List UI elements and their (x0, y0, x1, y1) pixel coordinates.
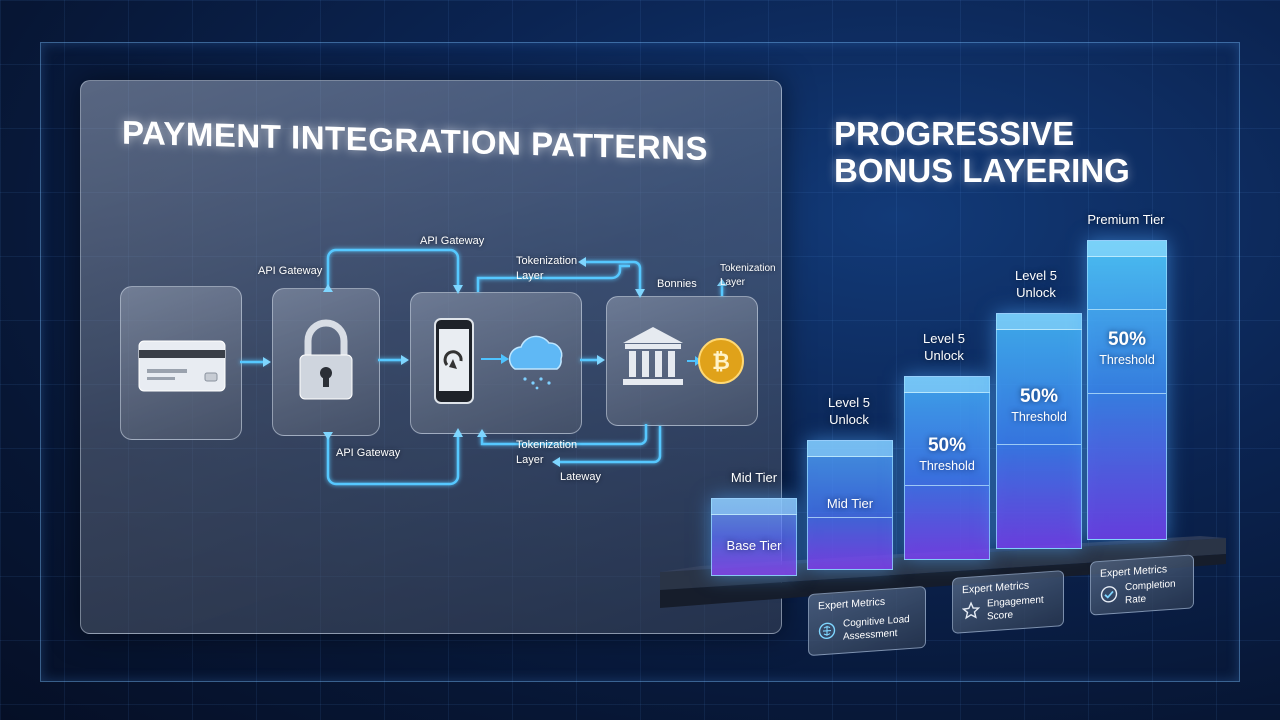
label-api-gateway-left: API Gateway (258, 265, 323, 277)
label-tokenization-top: Tokenization Layer (516, 255, 578, 282)
bar-level-a[interactable]: 50% Threshold (904, 376, 990, 560)
tier-label: Mid Tier (730, 470, 778, 485)
bar-base-tier[interactable]: Base Tier (711, 498, 797, 576)
label-tokenization-right: Tokenization Layer (720, 263, 776, 288)
bar-threshold: Threshold (1099, 353, 1155, 367)
bank-icon (623, 327, 683, 385)
outer-frame (40, 42, 1240, 682)
bar-percent: 50% (1019, 386, 1059, 407)
metric-card-completion[interactable]: Expert Metrics Completion Rate (1090, 554, 1194, 616)
bar-divider (1088, 309, 1166, 310)
metric-heading: Expert Metrics (818, 595, 886, 613)
metric-card-cognitive[interactable]: Expert Metrics Cognitive Load Assessment (808, 585, 926, 657)
bar-top-face (904, 376, 990, 393)
check-circle-icon (1100, 586, 1118, 603)
bar-top-face (996, 313, 1082, 330)
bar-premium-tier[interactable]: 50% Threshold (1087, 240, 1167, 540)
card-node[interactable] (120, 286, 242, 440)
bar-divider (1088, 393, 1166, 394)
bonus-title-line1: PROGRESSIVE (834, 115, 1075, 152)
star-icon (962, 601, 980, 620)
bar-top-face (1087, 240, 1167, 257)
padlock-icon (299, 319, 353, 400)
bar-threshold: Threshold (1011, 410, 1067, 424)
bar-inner-label: Base Tier (726, 538, 782, 553)
cloud-icon (508, 335, 563, 390)
bitcoin-icon: ₿ (698, 338, 744, 384)
bar-divider (808, 517, 892, 518)
bank-crypto-node[interactable]: ₿ (606, 296, 758, 426)
metric-card-engagement[interactable]: Expert Metrics Engagement Score (952, 570, 1064, 634)
tier-label: Premium Tier (1087, 212, 1165, 227)
svg-text:₿: ₿ (712, 350, 730, 375)
metric-text: Completion Rate (1125, 578, 1176, 606)
bar-top-face (807, 440, 893, 457)
metric-heading: Expert Metrics (962, 579, 1030, 597)
bar-inner-label: Mid Tier (826, 496, 874, 511)
brain-icon (818, 622, 836, 640)
bar-mid-tier[interactable]: Mid Tier (807, 440, 893, 570)
mobile-cloud-node[interactable] (410, 292, 582, 434)
metric-heading: Expert Metrics (1100, 563, 1168, 580)
label-lateway: Lateway (560, 471, 601, 483)
tier-label: Level 5 Unlock (828, 395, 870, 427)
bonus-title-line2: BONUS LAYERING (834, 151, 1130, 189)
metric-text: Engagement Score (987, 594, 1044, 622)
label-api-gateway-top: API Gateway (420, 235, 485, 247)
bar-divider (997, 444, 1081, 445)
tier-label: Level 5 Unlock (923, 331, 965, 363)
metric-text: Cognitive Load Assessment (843, 614, 910, 643)
credit-card-icon (138, 340, 226, 392)
label-api-gateway-bottom: API Gateway (336, 447, 401, 459)
bar-top-face (711, 498, 797, 515)
bar-percent: 50% (1107, 329, 1147, 350)
bar-threshold: Threshold (919, 459, 975, 473)
tier-label: Level 5 Unlock (1015, 268, 1057, 300)
bar-percent: 50% (927, 435, 967, 456)
bonus-title: PROGRESSIVE BONUS LAYERING (834, 115, 1194, 190)
lock-node[interactable] (272, 288, 380, 436)
smartphone-icon (434, 318, 474, 404)
label-bonuses: Bonnies (657, 278, 697, 290)
bar-divider (905, 485, 989, 486)
label-tokenization-bottom: Tokenization Layer (516, 439, 578, 466)
bar-level-b[interactable]: 50% Threshold (996, 313, 1082, 549)
